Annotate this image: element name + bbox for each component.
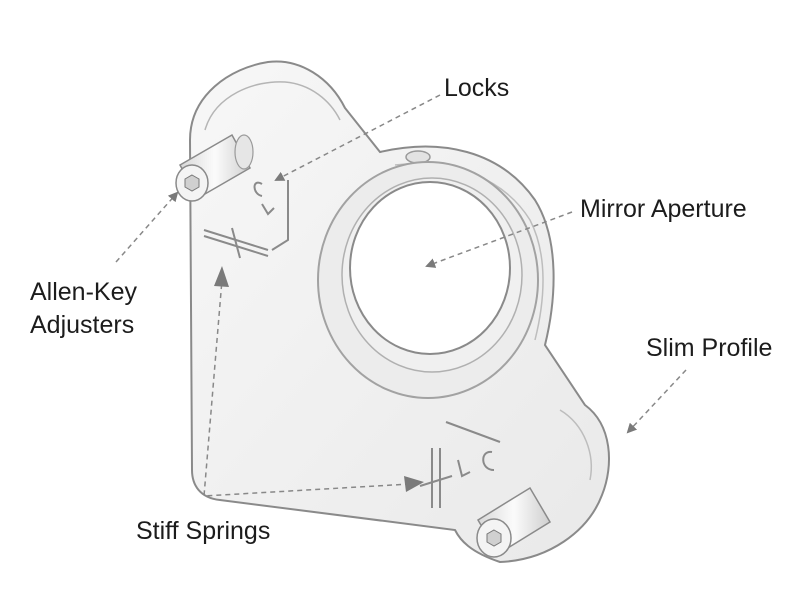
label-allen-key-line1: Allen-Key xyxy=(30,278,137,306)
aperture-hole xyxy=(349,181,511,355)
hex-socket-icon xyxy=(486,529,502,547)
leader-slim-profile xyxy=(626,369,687,434)
allen-key-adjuster-bottom xyxy=(476,486,552,558)
top-edge-highlight xyxy=(204,81,341,131)
leader-mirror-aperture xyxy=(425,211,573,268)
mirror-aperture xyxy=(317,161,539,399)
allen-key-adjuster-top xyxy=(175,133,254,202)
leader-locks xyxy=(274,94,441,181)
spring-left-icon xyxy=(203,227,269,259)
lock-top-icon xyxy=(253,180,289,251)
spring-bottom-icon xyxy=(419,448,453,508)
hex-socket-icon xyxy=(184,174,200,192)
label-allen-key-line2: Adjusters xyxy=(30,311,135,339)
lock-bottom-icon xyxy=(445,421,501,478)
label-locks: Locks xyxy=(444,74,510,102)
leader-lines xyxy=(115,94,687,497)
leader-allen-key xyxy=(115,191,179,263)
bottom-edge-highlight xyxy=(559,409,592,481)
label-mirror-aperture: Mirror Aperture xyxy=(580,195,747,223)
label-stiff-springs: Stiff Springs xyxy=(136,517,271,545)
stiff-springs-arrowheads xyxy=(214,266,424,492)
label-slim-profile: Slim Profile xyxy=(646,334,773,362)
